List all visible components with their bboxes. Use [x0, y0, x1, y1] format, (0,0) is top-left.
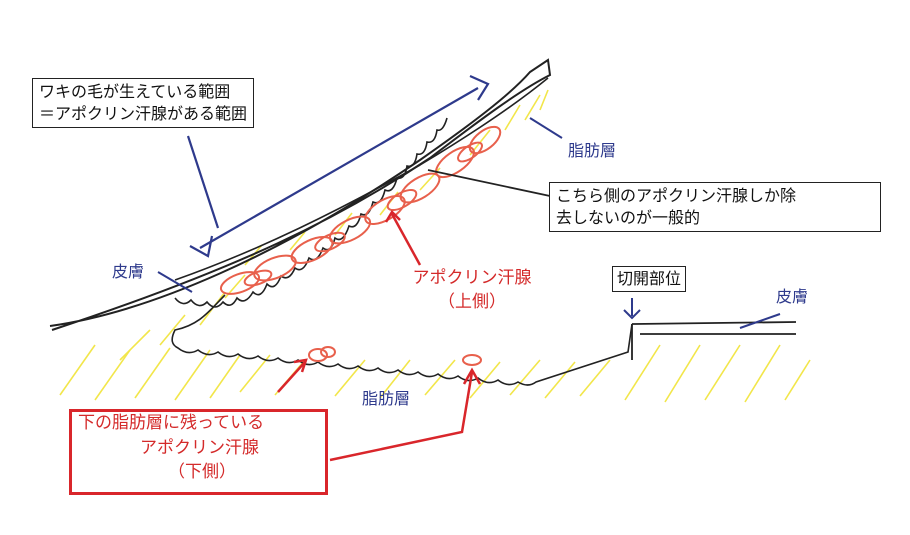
apocrine-glands-lower	[308, 346, 482, 366]
hair-area-line1: ワキの毛が生えている範囲	[39, 82, 231, 101]
remaining-line2: アポクリン汗腺	[140, 438, 259, 458]
hair-area-bracket	[186, 74, 490, 258]
hair-area-line2: ＝アポクリン汗腺がある範囲	[39, 104, 248, 123]
skin-flap-outline	[49, 58, 552, 331]
remaining-glands-box	[69, 409, 328, 495]
hair-area-label: ワキの毛が生えている範囲 ＝アポクリン汗腺がある範囲	[32, 78, 255, 128]
incision-site-label: 切開部位	[612, 266, 687, 292]
apocrine-upper-line2: （上側）	[438, 292, 506, 312]
skin-right-outline	[631, 321, 797, 360]
this-side-line2: 去しないのが一般的	[556, 208, 701, 227]
fat-layer-bottom-label: 脂肪層	[362, 389, 411, 408]
apocrine-upper-label: アポクリン汗腺 （上側）	[397, 266, 547, 314]
skin-left-label: 皮膚	[112, 262, 145, 281]
apocrine-glands-upper	[219, 125, 502, 295]
leader-line-this-side	[427, 169, 551, 197]
leader-lines-navy	[157, 117, 781, 329]
leader-lines-red	[277, 209, 482, 462]
apocrine-upper-line1: アポクリン汗腺	[412, 268, 532, 288]
this-side-label: こちら側のアポクリン汗腺しか除 去しないのが一般的	[549, 182, 881, 232]
fat-layer-top-label: 脂肪層	[568, 141, 617, 160]
remaining-line3: （下側）	[168, 462, 236, 482]
this-side-line1: こちら側のアポクリン汗腺しか除	[556, 186, 797, 205]
fat-hatching-lower	[59, 274, 811, 403]
skin-right-label: 皮膚	[776, 287, 809, 306]
remaining-line1: 下の脂肪層に残っている	[78, 413, 265, 433]
